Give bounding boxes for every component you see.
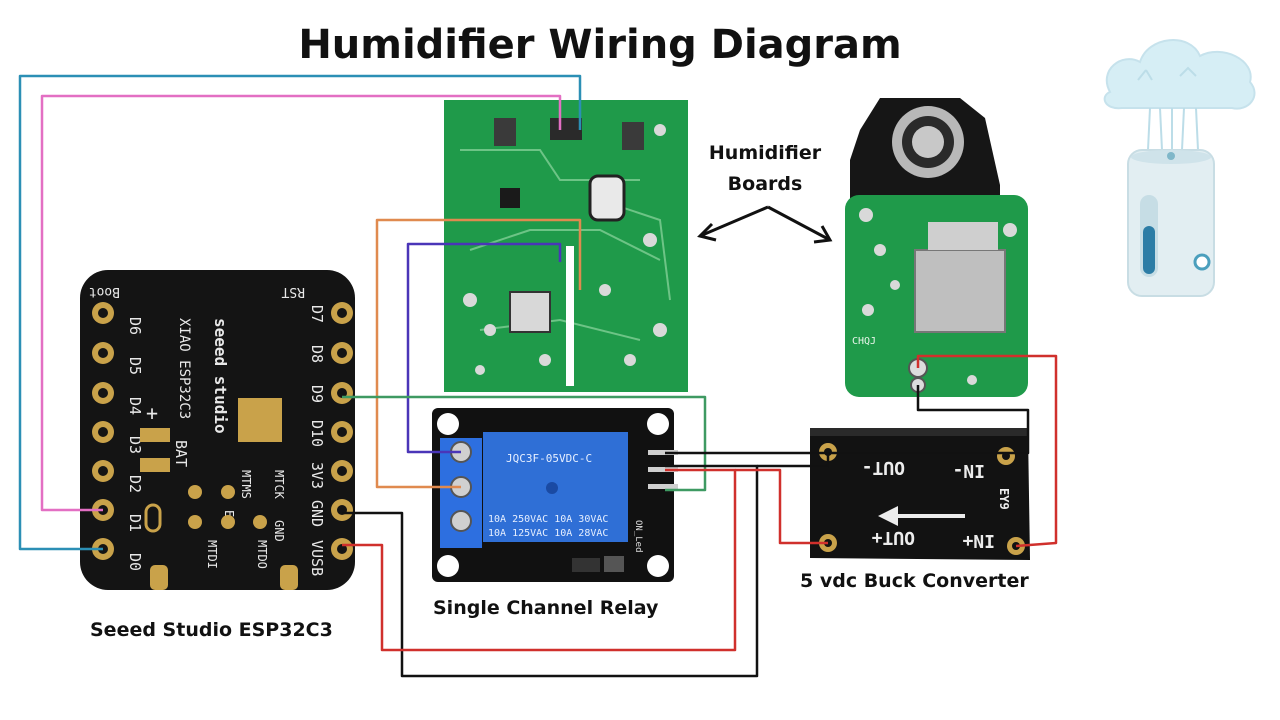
esp-pin-label: 3V3 [308, 462, 326, 489]
relay-label: Single Channel Relay [433, 597, 659, 619]
relay-rating-2: 10A 125VAC 10A 28VAC [488, 528, 608, 539]
buck-converter: OUT- IN- OUT+ IN+ EY9 [810, 428, 1030, 560]
esp-pad-label: MTMS [239, 470, 253, 499]
wire-pink [40, 94, 562, 512]
wire-red [342, 468, 737, 652]
esp-top-label: RST [281, 284, 305, 299]
humidifier-boards-arrows [697, 205, 833, 244]
wire-green [342, 395, 707, 492]
esp-pin-label: D0 [126, 553, 144, 571]
esp-pin-label: VUSB [308, 540, 326, 576]
esp-pin-label: GND [308, 500, 326, 527]
esp32-label: Seeed Studio ESP32C3 [90, 619, 333, 641]
esp-pin-label: D10 [308, 420, 326, 447]
arrow-left-icon [878, 506, 965, 526]
esp-pin-label: D6 [126, 317, 144, 335]
wire-black [757, 452, 830, 468]
wire-black [342, 464, 759, 678]
buck-converter-label: 5 vdc Buck Converter [800, 570, 1029, 592]
svg-text:+: + [146, 401, 158, 425]
wire-purple [406, 242, 562, 454]
humidifier-icon [1103, 39, 1256, 297]
esp-pad-label: MTCK [272, 470, 286, 500]
humidifier-atomizer-board: CHQJ [845, 98, 1028, 397]
relay-rating-1: 10A 250VAC 10A 30VAC [488, 514, 608, 525]
relay-module: JQC3F-05VDC-C 10A 250VAC 10A 30VAC 10A 1… [432, 408, 678, 582]
esp-pin-label: D9 [308, 385, 326, 403]
relay-led-label: ON_Led [633, 520, 643, 553]
esp-top-label: Boot [89, 284, 120, 299]
esp32c3-board: D0 D1 D2 D3 D4 D5 D6 VUSB GND 3V3 D10 D9… [80, 270, 355, 590]
humidifier-boards-label: Humidifier Boards [700, 138, 830, 200]
esp-pin-label: D7 [308, 305, 326, 323]
buck-label-in-minus: IN- [952, 460, 985, 481]
esp-pin-label: D3 [126, 436, 144, 454]
buck-code: EY9 [997, 488, 1011, 510]
buck-label-in-plus: IN+ [962, 530, 995, 551]
buck-label-out-minus: OUT- [862, 457, 905, 478]
esp-chip-pad [238, 398, 282, 442]
atomizer-code: CHQJ [852, 336, 876, 347]
wire-red [916, 354, 1058, 548]
esp-bat-label: BAT [172, 440, 190, 467]
esp-pin-label: D2 [126, 475, 144, 493]
esp-pin-label: D5 [126, 357, 144, 375]
esp-pad-label: MTDI [205, 540, 219, 569]
buck-label-out-plus: OUT+ [871, 527, 915, 548]
relay-model: JQC3F-05VDC-C [506, 452, 592, 465]
wire-orange [375, 218, 582, 489]
esp-pin-label: D1 [126, 514, 144, 532]
esp-pad-label: GND [272, 520, 286, 542]
esp-brand-label: seeed studio [211, 318, 230, 434]
humidifier-boards-label-line2: Boards [727, 173, 803, 195]
esp-pin-label: D8 [308, 345, 326, 363]
wire-black [665, 385, 1030, 455]
wire-blue [18, 74, 582, 551]
esp-pin-label: D4 [126, 397, 144, 415]
humidifier-power-board [444, 100, 688, 392]
humidifier-boards-label-line1: Humidifier [708, 142, 822, 164]
esp-pad-label: MTDO [255, 540, 269, 569]
diagram-title: Humidifier Wiring Diagram [298, 22, 902, 68]
wire-red [735, 468, 828, 545]
esp-model-label: XIAO ESP32C3 [176, 318, 192, 419]
